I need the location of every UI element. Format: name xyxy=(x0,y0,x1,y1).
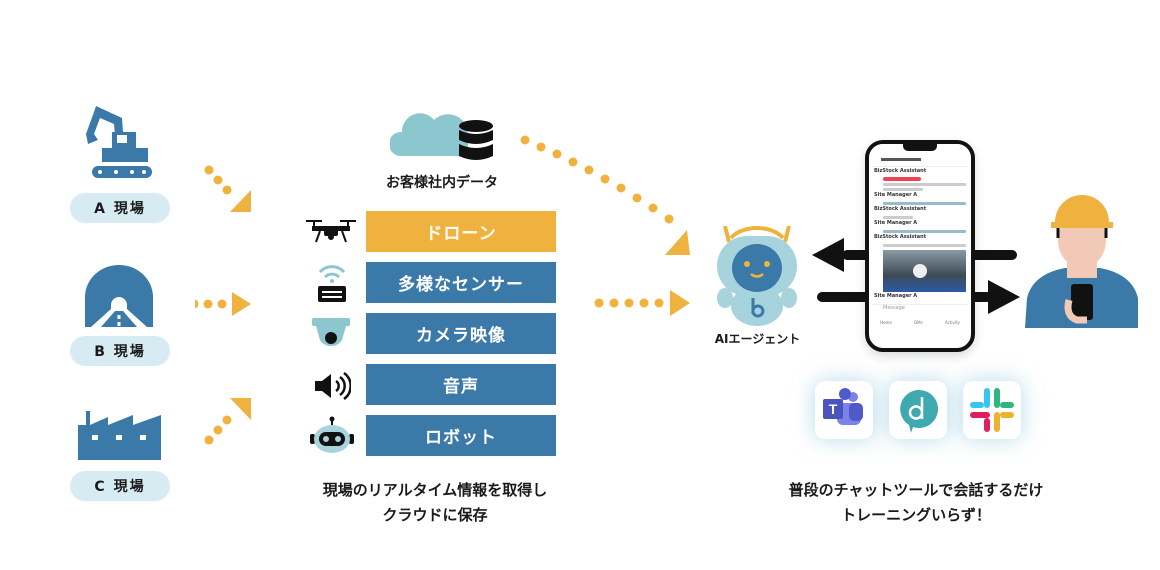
arrow-c xyxy=(204,398,251,445)
message-sender: Site Manager A xyxy=(874,220,918,226)
right-caption-line-1: 普段のチャットツールで会話するだけ xyxy=(788,481,1044,499)
cloud-database-icon xyxy=(390,113,493,160)
arrow-sources xyxy=(594,290,690,316)
ai-agent-robot-icon xyxy=(717,226,797,326)
nav-home[interactable]: Home xyxy=(880,320,892,325)
message-sender: BizStock Assistant xyxy=(874,234,927,240)
source-audio: 音声 xyxy=(366,364,556,405)
speaker-icon xyxy=(315,372,351,400)
left-caption-line-1: 現場のリアルタイム情報を取得し xyxy=(322,481,548,499)
left-caption-line-2: クラウドに保存 xyxy=(382,506,488,524)
database-icon xyxy=(459,120,493,160)
teams-app-icon: T xyxy=(815,381,873,439)
left-caption: 現場のリアルタイム情報を取得し クラウドに保存 xyxy=(295,478,575,528)
message-input[interactable]: Message xyxy=(873,304,967,313)
customer-data-label: お客様社内データ xyxy=(386,175,498,191)
factory-icon xyxy=(78,411,161,460)
svg-text:T: T xyxy=(829,401,838,417)
source-robot: ロボット xyxy=(366,415,556,456)
message-sender: Site Manager A xyxy=(874,293,918,299)
source-camera: カメラ映像 xyxy=(366,313,556,354)
arrow-customer-data xyxy=(520,135,690,255)
site-a-label: A 現場 xyxy=(70,193,170,223)
right-caption: 普段のチャットツールで会話するだけ トレーニングいらず！ xyxy=(760,478,1072,528)
site-c-label: C 現場 xyxy=(70,471,170,501)
source-drone: ドローン xyxy=(366,211,556,252)
chat-phone-screen: BizStock Assistant Site Manager A BizSto… xyxy=(865,140,975,352)
site-flow-arrows xyxy=(195,165,251,445)
source-sensors: 多様なセンサー xyxy=(366,262,556,303)
d-chat-icon xyxy=(900,389,939,433)
tunnel-icon xyxy=(85,265,153,327)
nav-dms[interactable]: DMs xyxy=(914,320,923,325)
message-sender: BizStock Assistant xyxy=(874,168,927,174)
ai-agent-label: AIエージェント xyxy=(714,332,801,346)
cloud-icon xyxy=(390,113,468,156)
data-flow-arrows xyxy=(520,135,690,316)
right-caption-line-2: トレーニングいらず！ xyxy=(841,506,991,524)
arrow-a xyxy=(204,165,251,212)
video-thumbnail[interactable] xyxy=(883,250,966,292)
sensor-icon xyxy=(318,265,346,302)
message-sender: BizStock Assistant xyxy=(874,206,927,212)
teams-icon: T xyxy=(823,388,863,425)
d-chat-app-icon xyxy=(889,381,947,439)
message-sender: Site Manager A xyxy=(874,192,918,198)
slack-icon xyxy=(970,388,1014,432)
robot-icon xyxy=(310,416,354,453)
excavator-icon xyxy=(86,106,152,178)
drone-icon xyxy=(306,220,356,243)
slack-app-icon xyxy=(963,381,1021,439)
site-b-label: B 現場 xyxy=(70,336,170,366)
play-icon[interactable] xyxy=(913,264,927,278)
camera-icon xyxy=(312,318,350,347)
nav-activity[interactable]: Activity xyxy=(944,320,960,325)
worker-icon xyxy=(1025,195,1138,328)
arrow-b xyxy=(195,292,251,316)
